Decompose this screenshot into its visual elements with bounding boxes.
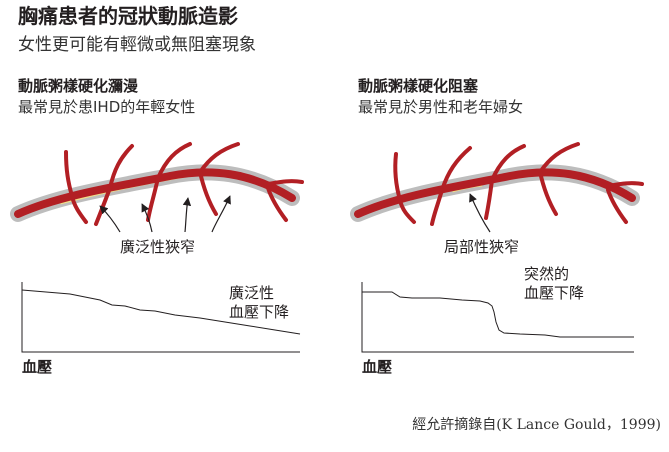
left-panel-subheading: 最常見於患IHD的年輕女性: [18, 98, 196, 116]
left-narrowing-arrows: [99, 195, 231, 233]
left-panel-heading: 動脈粥樣硬化瀰漫: [18, 77, 139, 95]
left-curve-label-line2: 血壓下降: [229, 303, 290, 321]
left-curve-label-line1: 廣泛性: [229, 284, 275, 302]
source-credit: 經允許摘錄自(K Lance Gould，1999): [412, 417, 661, 433]
left-pressure-plot: [21, 282, 301, 353]
right-curve-label-line1: 突然的: [524, 265, 570, 283]
right-artery-branches: [393, 142, 644, 226]
right-narrowing-arrow: [469, 193, 491, 233]
left-plot-axes: [21, 282, 300, 353]
right-y-axis-label: 血壓: [362, 358, 393, 376]
right-pressure-curve: [362, 291, 634, 338]
right-plot-axes: [361, 282, 634, 353]
left-y-axis-label: 血壓: [22, 358, 53, 376]
left-pressure-curve: [21, 289, 301, 335]
figure-subtitle: 女性更可能有輕微或無阻塞現象: [18, 35, 256, 55]
right-narrowing-label: 局部性狹窄: [444, 238, 520, 256]
left-artery-illustration: [10, 142, 304, 226]
figure-title: 胸痛患者的冠狀動脈造影: [18, 4, 238, 28]
right-artery-illustration: [350, 142, 644, 226]
left-narrowing-label: 廣泛性狹窄: [120, 238, 196, 256]
right-panel-subheading: 最常見於男性和老年婦女: [358, 98, 524, 116]
right-panel-heading: 動脈粥樣硬化阻塞: [358, 77, 479, 95]
right-pressure-plot: [361, 282, 634, 353]
right-curve-label-line2: 血壓下降: [524, 284, 585, 302]
